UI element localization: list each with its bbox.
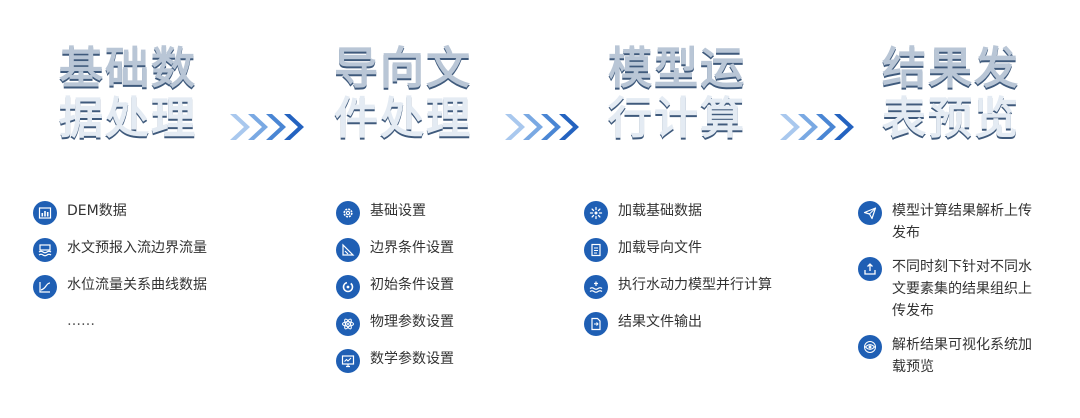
stage-title-line1: 模型运 <box>608 43 746 94</box>
cycle-icon <box>336 275 360 299</box>
list-item: 初始条件设置 <box>336 274 566 311</box>
list-item: 加载导向文件 <box>584 237 814 274</box>
list-item: 水位流量关系曲线数据 <box>33 274 263 311</box>
list-item: 结果文件输出 <box>584 311 814 348</box>
list-item: DEM数据 <box>33 200 263 237</box>
list-item-label: 解析结果可视化系统加 载预览 <box>892 334 1032 378</box>
list-item-label: 加载导向文件 <box>618 240 702 256</box>
list-item-label: 水文预报入流边界流量 <box>67 240 207 256</box>
boundary-icon <box>336 238 360 262</box>
atom-icon <box>336 312 360 336</box>
list-item-label: 基础设置 <box>370 203 426 219</box>
label-line: 传发布 <box>892 303 934 319</box>
list-item: 加载基础数据 <box>584 200 814 237</box>
upload-icon <box>858 257 882 281</box>
file-export-icon <box>584 312 608 336</box>
wave-icon <box>584 275 608 299</box>
stage-title-line2: 表预览 <box>882 93 1020 144</box>
document-icon <box>584 238 608 262</box>
stage-title-line2: 行计算 <box>608 93 746 144</box>
water-level-icon <box>33 238 57 262</box>
label-line: 发布 <box>892 225 920 241</box>
list-item-label: 模型计算结果解析上传 发布 <box>892 200 1032 244</box>
label-line: 文要素集的结果组织上 <box>892 281 1032 297</box>
stage-title: 基础数 据处理 <box>33 44 223 144</box>
eye-icon <box>858 335 882 359</box>
gear-icon <box>336 201 360 225</box>
stage-item-list: 加载基础数据 加载导向文件 执行水动力模型并行计算 结果文件输出 <box>584 200 814 348</box>
list-item-label: 执行水动力模型并行计算 <box>618 277 772 293</box>
list-item: 不同时刻下针对不同水 文要素集的结果组织上 传发布 <box>858 256 1058 334</box>
stage-model-run: 模型运 行计算 加载基础数据 加载导向文件 执行水动力模型并行计算 <box>582 0 772 418</box>
list-item-label: 结果文件输出 <box>618 314 702 330</box>
label-line: 载预览 <box>892 359 934 375</box>
stage-title-line2: 据处理 <box>59 93 197 144</box>
flow-arrows <box>503 110 583 144</box>
label-line: 不同时刻下针对不同水 <box>892 259 1032 275</box>
stage-title-line1: 导向文 <box>334 43 472 94</box>
list-item: 边界条件设置 <box>336 237 566 274</box>
list-item-label: 水位流量关系曲线数据 <box>67 277 207 293</box>
loading-icon <box>584 201 608 225</box>
stage-title-line1: 结果发 <box>882 43 1020 94</box>
list-item-label: 物理参数设置 <box>370 314 454 330</box>
bar-chart-icon <box>33 201 57 225</box>
stage-basic-data: 基础数 据处理 DEM数据 水文预报入流边界流量 水位流量关系曲线数据 …… <box>33 0 223 418</box>
list-item-label: 不同时刻下针对不同水 文要素集的结果组织上 传发布 <box>892 256 1032 322</box>
list-item-label: 数学参数设置 <box>370 351 454 367</box>
stage-title: 导向文 件处理 <box>308 44 498 144</box>
list-item: 执行水动力模型并行计算 <box>584 274 814 311</box>
stage-title-line2: 件处理 <box>334 93 472 144</box>
stage-title-line1: 基础数 <box>59 43 197 94</box>
label-line: 解析结果可视化系统加 <box>892 337 1032 353</box>
stage-item-list: 模型计算结果解析上传 发布 不同时刻下针对不同水 文要素集的结果组织上 传发布 … <box>858 200 1058 390</box>
list-item-label: 初始条件设置 <box>370 277 454 293</box>
list-item: 数学参数设置 <box>336 348 566 385</box>
curve-chart-icon <box>33 275 57 299</box>
list-item: 基础设置 <box>336 200 566 237</box>
stage-guide-file: 导向文 件处理 基础设置 边界条件设置 初始条件设置 物理参数设置 <box>308 0 498 418</box>
list-item-label: 边界条件设置 <box>370 240 454 256</box>
more-ellipsis: …… <box>67 313 95 329</box>
list-item: 解析结果可视化系统加 载预览 <box>858 334 1058 390</box>
flow-arrows <box>228 110 308 144</box>
stage-result-publish: 结果发 表预览 模型计算结果解析上传 发布 不同时刻下针对不同水 文要素集的结果… <box>856 0 1046 418</box>
flow-arrows <box>778 110 858 144</box>
monitor-icon <box>336 349 360 373</box>
list-item-label: 加载基础数据 <box>618 203 702 219</box>
list-item-label: DEM数据 <box>67 203 127 219</box>
list-item: 物理参数设置 <box>336 311 566 348</box>
list-item: 模型计算结果解析上传 发布 <box>858 200 1058 256</box>
list-item: 水文预报入流边界流量 <box>33 237 263 274</box>
stage-title: 结果发 表预览 <box>856 44 1046 144</box>
stage-title: 模型运 行计算 <box>582 44 772 144</box>
send-icon <box>858 201 882 225</box>
stage-item-list: 基础设置 边界条件设置 初始条件设置 物理参数设置 数学参数设置 <box>336 200 566 385</box>
stage-item-list: DEM数据 水文预报入流边界流量 水位流量关系曲线数据 …… <box>33 200 263 331</box>
label-line: 模型计算结果解析上传 <box>892 203 1032 219</box>
